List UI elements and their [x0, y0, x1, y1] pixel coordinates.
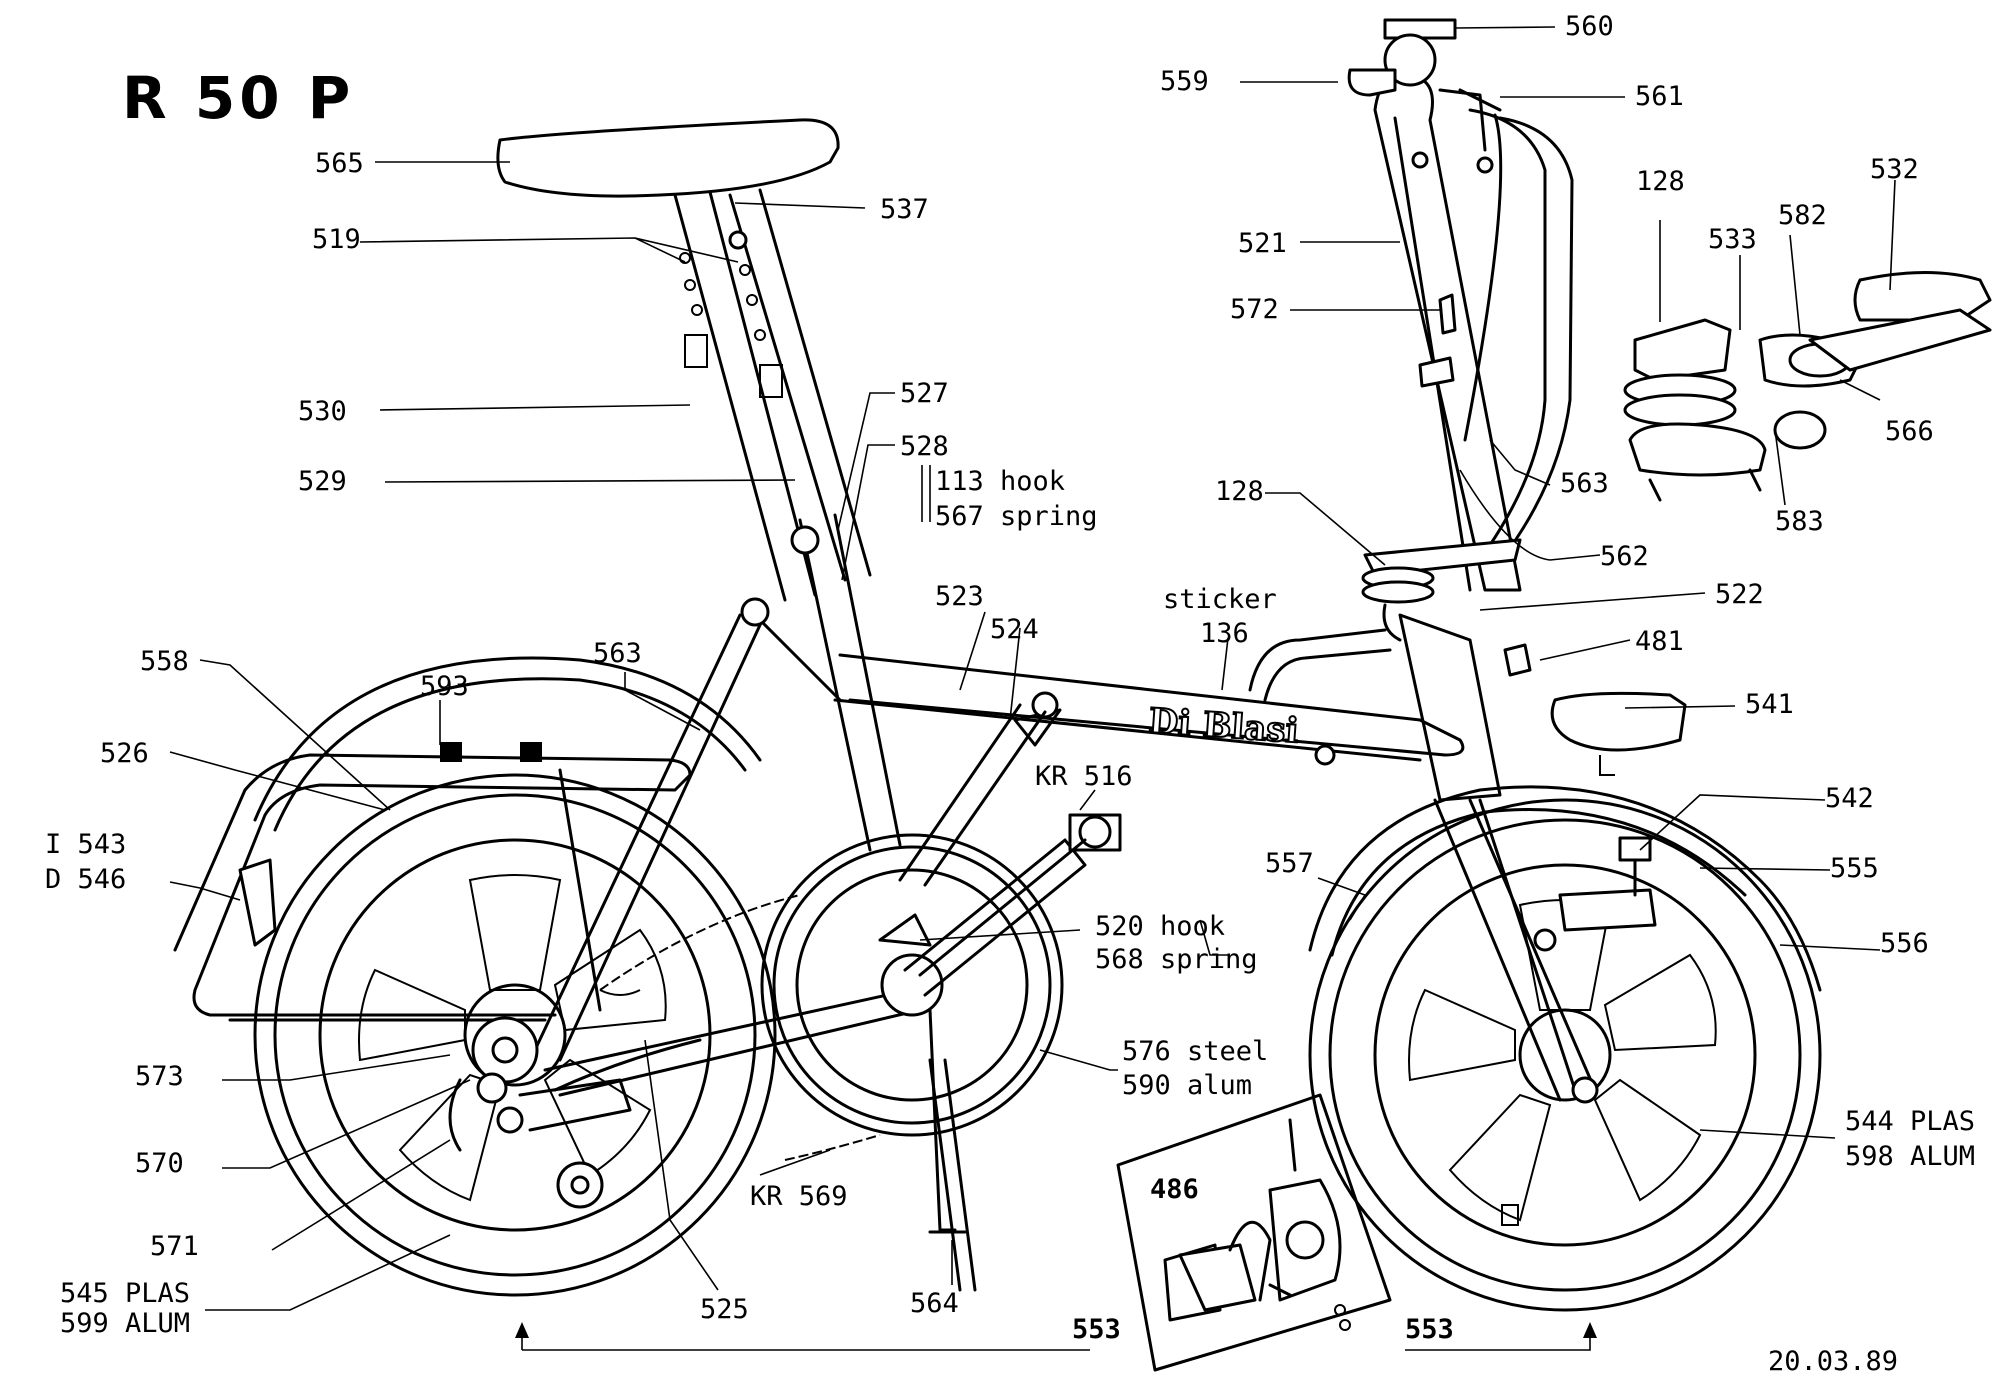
label-524: 524 — [990, 614, 1039, 645]
label-481: 481 — [1635, 626, 1684, 657]
label-558: 558 — [140, 646, 189, 677]
label-545-plas: 545 PLAS — [60, 1278, 190, 1309]
bicycle-art: Di Blasi — [173, 18, 1992, 1372]
kickstand — [928, 1058, 977, 1292]
label-136: 136 — [1200, 618, 1249, 649]
label-565: 565 — [315, 148, 364, 179]
brand-sticker: Di Blasi — [1147, 701, 1299, 751]
label-kr-569: KR 569 — [750, 1181, 848, 1212]
label-571: 571 — [150, 1231, 199, 1262]
label-590-alum: 590 alum — [1122, 1070, 1252, 1101]
label-533: 533 — [1708, 224, 1757, 255]
label-528: 528 — [900, 431, 949, 462]
label-566: 566 — [1885, 416, 1934, 447]
label-529: 529 — [298, 466, 347, 497]
label-128-mid: 128 — [1215, 476, 1264, 507]
label-567-spring: 567 spring — [935, 501, 1098, 532]
label-593: 593 — [420, 671, 469, 702]
label-522: 522 — [1715, 579, 1764, 610]
label-559: 559 — [1160, 66, 1209, 97]
label-583: 583 — [1775, 506, 1824, 537]
label-kr-516: KR 516 — [1035, 761, 1133, 792]
label-570: 570 — [135, 1148, 184, 1179]
label-527: 527 — [900, 378, 949, 409]
handlebar — [1347, 18, 1574, 604]
label-523: 523 — [935, 581, 984, 612]
label-541: 541 — [1745, 689, 1794, 720]
front-wheel — [1308, 798, 1822, 1312]
label-520-hook: 520 hook — [1095, 911, 1225, 942]
label-519: 519 — [312, 224, 361, 255]
label-537: 537 — [880, 194, 929, 225]
saddle — [496, 118, 840, 198]
part-labels: 560 559 561 565 537 519 521 572 128 533 … — [45, 11, 1975, 1377]
rear-mudguard — [253, 656, 762, 822]
label-544-plas: 544 PLAS — [1845, 1106, 1975, 1137]
label-598-alum: 598 ALUM — [1845, 1141, 1975, 1172]
label-563-right: 563 — [1560, 468, 1609, 499]
label-521: 521 — [1238, 228, 1287, 259]
brake-inset — [1116, 1093, 1392, 1372]
label-572: 572 — [1230, 294, 1279, 325]
label-128-top: 128 — [1636, 166, 1685, 197]
stem-clamp-parts — [1623, 271, 1992, 502]
front-mudguard — [1308, 785, 1822, 992]
front-fork — [1433, 798, 1599, 1104]
label-525: 525 — [700, 1294, 749, 1325]
label-563-left: 563 — [593, 638, 642, 669]
label-557: 557 — [1265, 848, 1314, 879]
drawing-date: 20.03.89 — [1768, 1346, 1898, 1377]
headlight — [1503, 643, 1687, 776]
label-113-hook: 113 hook — [935, 466, 1065, 497]
label-573: 573 — [135, 1061, 184, 1092]
label-i-543: I 543 — [45, 829, 126, 860]
rear-rack — [173, 742, 692, 1022]
frame — [533, 513, 1502, 1097]
label-530: 530 — [298, 396, 347, 427]
loose-chain-part — [784, 1134, 881, 1161]
label-526: 526 — [100, 738, 149, 769]
label-561: 561 — [1635, 81, 1684, 112]
rear-derailleur — [448, 1016, 632, 1209]
label-568-spring: 568 spring — [1095, 944, 1258, 975]
label-599-alum: 599 ALUM — [60, 1308, 190, 1339]
label-556: 556 — [1880, 928, 1929, 959]
label-553-left: 553 — [1072, 1314, 1121, 1345]
label-576-steel: 576 steel — [1122, 1036, 1268, 1067]
label-564: 564 — [910, 1288, 959, 1319]
label-532: 532 — [1870, 154, 1919, 185]
label-582: 582 — [1778, 200, 1827, 231]
leader-lines — [169, 26, 1896, 1311]
dynamo — [1558, 836, 1657, 932]
label-486: 486 — [1150, 1174, 1199, 1205]
model-title: R 50 P — [122, 64, 354, 132]
dimension-arrows — [515, 1322, 1597, 1351]
label-555: 555 — [1830, 853, 1879, 884]
chain — [599, 894, 801, 991]
label-560: 560 — [1565, 11, 1614, 42]
label-542: 542 — [1825, 783, 1874, 814]
label-sticker: sticker — [1163, 584, 1277, 615]
label-553-right: 553 — [1405, 1314, 1454, 1345]
label-d-546: D 546 — [45, 864, 126, 895]
label-562: 562 — [1600, 541, 1649, 572]
